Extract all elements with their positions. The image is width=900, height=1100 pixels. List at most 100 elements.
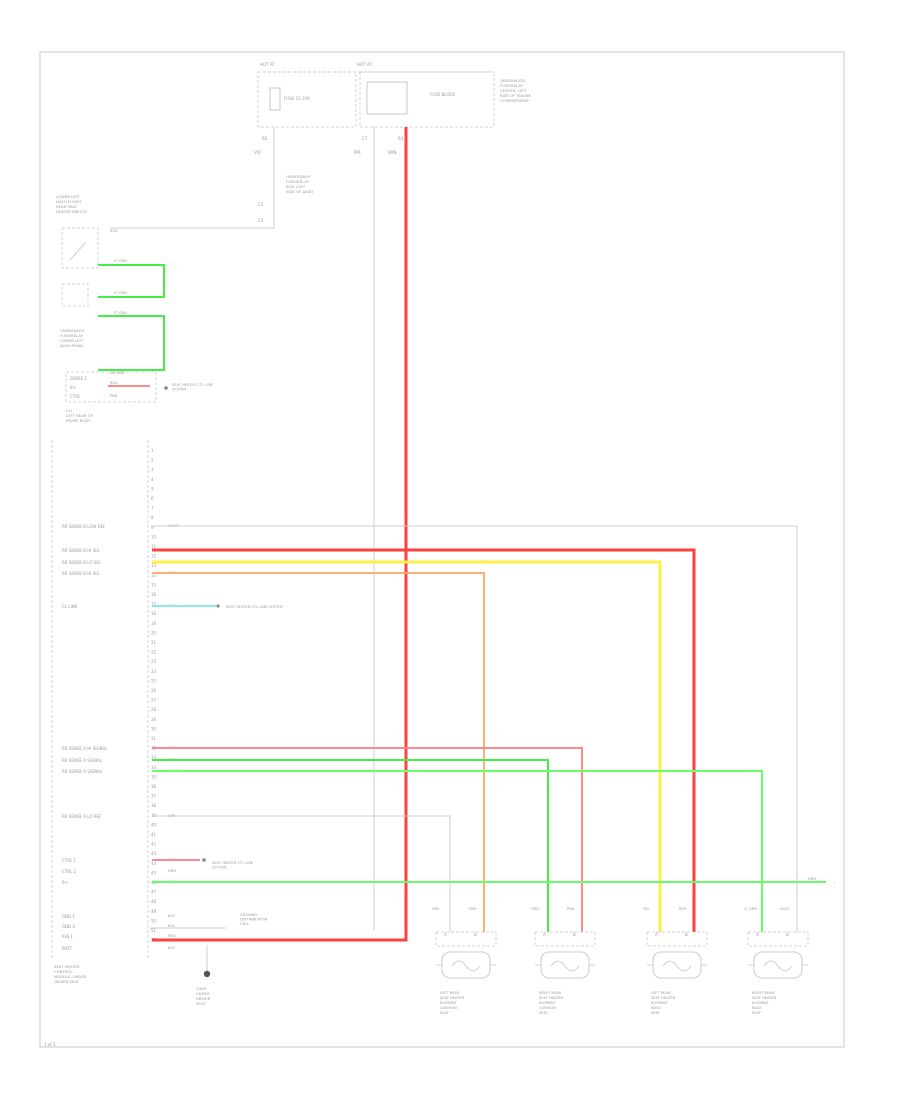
far-right-wire-label: GRN — [808, 877, 816, 881]
continuation-arrow: › — [834, 880, 836, 885]
relay-box-outline — [359, 71, 495, 128]
signal-label: IGN 1 — [62, 934, 74, 939]
heater-connector — [534, 931, 596, 947]
signal-label: RR SENSE B HI SIG — [62, 548, 100, 553]
connector-pin: 13 — [151, 563, 157, 568]
signal-label: RR SENSE A SIGNAL — [62, 769, 103, 774]
connector-pin: 10 — [151, 534, 157, 539]
connector-pin: 16 — [151, 592, 157, 597]
heater-coil — [662, 960, 692, 972]
connector-pin: 48 — [151, 899, 157, 904]
connector-pin: 20 — [151, 630, 157, 635]
signal-label: CTRL 1 — [62, 858, 77, 863]
connector-pin: 22 — [151, 650, 157, 655]
connector-pin: 1 — [151, 448, 154, 453]
wire-pnk-rr-cushion — [152, 747, 583, 932]
connector-pin: 25 — [151, 678, 157, 683]
connector-pin: 14 — [151, 573, 157, 578]
hot-at-label-2: HOT AT — [357, 62, 372, 67]
heater-wire-b-label: PNK — [567, 907, 575, 911]
connector-pin: 27 — [151, 698, 157, 703]
signal-label: BATT — [62, 946, 73, 951]
connector-pin: 6 — [151, 496, 154, 501]
cl-line-note: SEAT HEATER CTL LINE SYSTEM — [226, 605, 283, 609]
connector-pin: 36 — [151, 784, 157, 789]
wiring: SEAT HEATER CTL LINE SYSTEM SEAT HEATER … — [152, 127, 836, 942]
relay-splice-dot — [164, 386, 168, 390]
connector-pin: 24 — [151, 669, 157, 674]
heater-body — [540, 951, 590, 979]
heater-body — [441, 951, 491, 979]
connector-pin: 31 — [151, 736, 157, 741]
connector-pin: 49 — [151, 909, 157, 914]
wire-lt-grn-loop-1 — [98, 264, 165, 298]
pin-b2: B2 — [262, 136, 268, 141]
connector-pin-list: 1234567891011121314151617181920212223242… — [151, 448, 157, 943]
heater-body — [652, 951, 702, 979]
relay-wire-red: RED — [110, 381, 118, 385]
signal-label: RR SENSE A LO REF — [62, 814, 102, 819]
heater-wire-a-label: YEL — [643, 907, 649, 911]
heater-pin-b: B — [685, 932, 688, 937]
connector-pin: 8 — [151, 515, 154, 520]
connector-pin: 45 — [151, 870, 157, 875]
connector-pin: 47 — [151, 890, 157, 895]
fuse-box-outline — [257, 71, 357, 128]
connector-pin: 9 — [151, 525, 154, 530]
heater-wire-b-label: ORN — [468, 907, 476, 911]
relay-row-2: B+ — [70, 385, 76, 390]
sw-wire-ltgrn-2: LT GRN — [114, 291, 127, 295]
relay-coil-outline — [61, 283, 89, 307]
connector-pin: 19 — [151, 621, 157, 626]
heater-connector — [435, 931, 497, 947]
connector-pin: 23 — [151, 659, 157, 664]
connector-pin: 40 — [151, 822, 157, 827]
connector-pin: 29 — [151, 717, 157, 722]
switch-blade — [69, 241, 87, 261]
heater-pin-a: A — [444, 932, 447, 937]
connector-pin: 2 — [151, 458, 154, 463]
wire-orn-lr-cushion — [152, 572, 485, 932]
wire-gry-lr-cushion — [152, 815, 451, 932]
signal-label: CTRL 2 — [62, 869, 77, 874]
heater-pin-a: A — [543, 932, 546, 937]
signal-wire-label: BLK — [168, 924, 175, 928]
page-tag: 1 of 2 — [44, 1042, 56, 1047]
signal-wire-label: RED — [168, 934, 176, 938]
heater-pin-b: B — [474, 932, 477, 937]
signal-label: B+ — [62, 880, 68, 885]
diagram-frame — [39, 51, 845, 1048]
pin-c3: C3 — [258, 218, 264, 223]
wire-yel-lr-back — [152, 560, 662, 932]
connector-pin: 17 — [151, 602, 157, 607]
heater-pin-a: A — [655, 932, 658, 937]
wire-ppl: PPL — [354, 150, 362, 155]
relay-element — [366, 81, 408, 115]
connector-pin: 42 — [151, 842, 157, 847]
fuse-block-label: FUSE BLOCK — [430, 92, 455, 97]
connector-pin: 30 — [151, 726, 157, 731]
connector-pin: 34 — [151, 765, 157, 770]
heater-connector — [747, 931, 809, 947]
wire-red-main-feed — [152, 127, 408, 942]
heater-wire-b-label: RED — [679, 907, 687, 911]
signal-wire-label: BLK — [168, 914, 175, 918]
connector-pin: 3 — [151, 467, 154, 472]
connector-pin: 15 — [151, 582, 157, 587]
connector-pin: 50 — [151, 918, 157, 923]
heater-coil — [451, 960, 481, 972]
connector-pin: 26 — [151, 688, 157, 693]
sw-wire-red: RED — [110, 229, 118, 233]
